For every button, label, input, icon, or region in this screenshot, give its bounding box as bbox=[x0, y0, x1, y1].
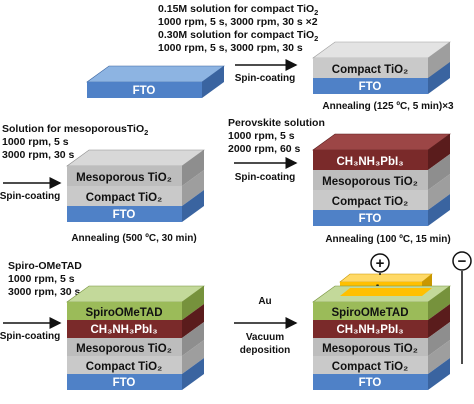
step4-mesoporous-label: Mesoporous TiO₂ bbox=[76, 343, 172, 355]
step3-condition-line-2: 1000 rpm, 5 s bbox=[228, 130, 295, 142]
minus-symbol: − bbox=[458, 253, 467, 270]
step2-conditions: Solution for mesoporousTiO2 1000 rpm, 5 … bbox=[2, 123, 148, 161]
step5-spiro-label: SpiroOMeTAD bbox=[331, 307, 408, 319]
step4-condition-line-1: Spiro-OMeTAD bbox=[8, 260, 82, 272]
step3-conditions: Perovskite solution 1000 rpm, 5 s 2000 r… bbox=[228, 117, 325, 155]
step4-perovskite-label: CH₃NH₃PbI₃ bbox=[90, 324, 157, 336]
plus-icon bbox=[370, 253, 390, 273]
step1-fto-label: FTO bbox=[133, 85, 156, 97]
step5-fto-label: FTO bbox=[359, 377, 382, 389]
step2-mesoporous-label: Mesoporous TiO₂ bbox=[76, 172, 172, 184]
negative-terminal: − bbox=[452, 251, 472, 364]
step1-condition-line-1: 0.15M solution for compact TiO2 bbox=[158, 3, 318, 17]
step5-sample: Au SpiroOMeTAD CH₃NH₃PbI₃ Mesoporous TiO… bbox=[312, 273, 451, 390]
step3-mesoporous-label: Mesoporous TiO₂ bbox=[322, 176, 418, 188]
step4-condition-line-3: 3000 rpm, 30 s bbox=[8, 286, 81, 298]
step1-fto-substrate: FTO bbox=[86, 65, 225, 98]
step4-conditions: Spiro-OMeTAD 1000 rpm, 5 s 3000 rpm, 30 … bbox=[8, 260, 82, 298]
step4-spiro-label: SpiroOMeTAD bbox=[85, 307, 162, 319]
step1-condition-line-2: 1000 rpm, 5 s, 3000 rpm, 30 s ×2 bbox=[158, 16, 318, 28]
step5-arrow-bottom-label-1: Vacuum bbox=[246, 332, 284, 343]
step3-condition-line-1: Perovskite solution bbox=[228, 117, 325, 129]
step3-arrow-label: Spin-coating bbox=[235, 172, 296, 183]
step1-arrow: Spin-coating bbox=[235, 59, 298, 84]
positive-terminal: + bbox=[370, 253, 390, 275]
step1-condition-line-4: 1000 rpm, 5 s, 3000 rpm, 30 s bbox=[158, 42, 303, 54]
step1-fto-label-after: FTO bbox=[359, 81, 382, 93]
step3-compact-label: Compact TiO₂ bbox=[332, 196, 408, 208]
step4-condition-line-2: 1000 rpm, 5 s bbox=[8, 273, 75, 285]
step2-fto-label: FTO bbox=[113, 209, 136, 221]
step3-sample: CH₃NH₃PbI₃ Mesoporous TiO₂ Compact TiO₂ … bbox=[312, 133, 451, 226]
step4-arrow-label: Spin-coating bbox=[0, 331, 60, 342]
step2-arrow-label: Spin-coating bbox=[0, 191, 60, 202]
step1-conditions: 0.15M solution for compact TiO2 1000 rpm… bbox=[158, 3, 318, 54]
step5-arrow-top-label: Au bbox=[258, 296, 271, 307]
step3-fto-label: FTO bbox=[359, 213, 382, 225]
step4-arrow: Spin-coating bbox=[0, 317, 62, 342]
step3-perovskite-label: CH₃NH₃PbI₃ bbox=[336, 156, 403, 168]
step4-sample: SpiroOMeTAD CH₃NH₃PbI₃ Mesoporous TiO₂ C… bbox=[66, 285, 205, 390]
step4-fto-label: FTO bbox=[113, 377, 136, 389]
step3-arrow: Spin-coating bbox=[234, 157, 298, 183]
step4-compact-label: Compact TiO₂ bbox=[86, 361, 162, 373]
step2-annealing: Annealing (500 ºC, 30 min) bbox=[71, 233, 196, 244]
step5-perovskite-label: CH₃NH₃PbI₃ bbox=[336, 324, 403, 336]
step2-compact-label: Compact TiO₂ bbox=[86, 192, 162, 204]
step2-condition-line-2: 1000 rpm, 5 s bbox=[2, 136, 69, 148]
step3-condition-line-3: 2000 rpm, 60 s bbox=[228, 143, 301, 155]
step1-condition-line-3: 0.30M solution for compact TiO2 bbox=[158, 29, 318, 43]
step1-compact-label: Compact TiO₂ bbox=[332, 64, 408, 76]
step5-arrow: Au Vacuum deposition bbox=[234, 296, 298, 356]
step5-compact-label: Compact TiO₂ bbox=[332, 361, 408, 373]
step2-condition-line-1: Solution for mesoporousTiO2 bbox=[2, 123, 148, 137]
step2-sample: Mesoporous TiO₂ Compact TiO₂ FTO bbox=[66, 149, 205, 222]
step2-condition-line-3: 3000 rpm, 30 s bbox=[2, 149, 75, 161]
step1-annealing: Annealing (125 ºC, 5 min)×3 bbox=[322, 101, 454, 112]
step5-arrow-bottom-label-2: deposition bbox=[240, 345, 291, 356]
step1-arrow-label: Spin-coating bbox=[235, 73, 296, 84]
step5-mesoporous-label: Mesoporous TiO₂ bbox=[322, 343, 418, 355]
plus-symbol: + bbox=[376, 255, 385, 272]
step1-compact-sample: Compact TiO₂ FTO bbox=[312, 41, 451, 94]
minus-icon bbox=[452, 251, 472, 271]
step3-annealing: Annealing (100 ºC, 15 min) bbox=[325, 234, 450, 245]
step2-arrow: Spin-coating bbox=[0, 177, 62, 202]
